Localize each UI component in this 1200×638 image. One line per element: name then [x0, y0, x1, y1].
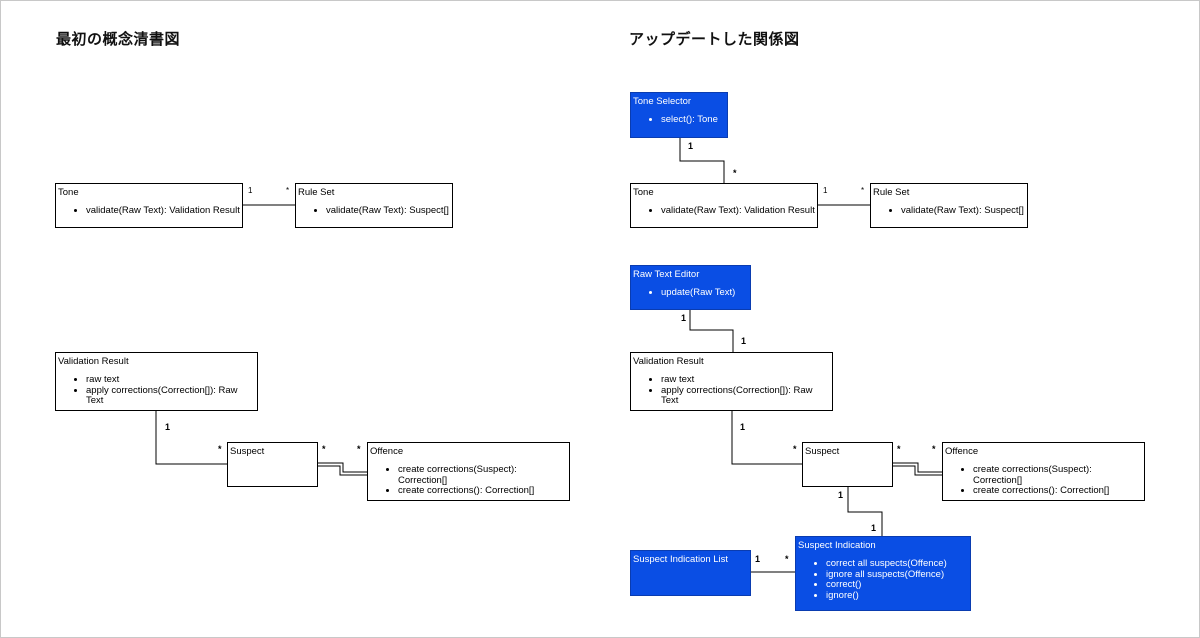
class-name: Validation Result [633, 356, 704, 367]
line-suspect-offence-a [318, 462, 368, 473]
multiplicity: 1 [248, 186, 253, 195]
class-tone: Tone validate(Raw Text): Validation Resu… [630, 183, 818, 228]
right-title: アップデートした関係図 [629, 30, 800, 48]
method-item: validate(Raw Text): Suspect[] [901, 205, 1025, 217]
method-item: create corrections(): Correction[] [398, 485, 567, 497]
class-name: Rule Set [298, 187, 335, 198]
multiplicity: 1 [165, 422, 171, 432]
class-name: Suspect [230, 446, 265, 457]
multiplicity: 1 [823, 186, 828, 195]
class-name: Tone Selector [633, 96, 692, 107]
method-item: create corrections(): Correction[] [973, 485, 1142, 497]
method-item: validate(Raw Text): Suspect[] [326, 205, 450, 217]
method-item: apply corrections(Correction[]): Raw Tex… [86, 385, 255, 407]
class-tone-selector: Tone Selector select(): Tone [630, 92, 728, 138]
multiplicity: 1 [681, 313, 687, 323]
class-raw-text-editor: Raw Text Editor update(Raw Text) [630, 265, 751, 310]
class-offence: Offence create corrections(Suspect): Cor… [942, 442, 1145, 501]
multiplicity: 1 [740, 422, 746, 432]
line-vr-suspect [155, 410, 227, 465]
multiplicity: * [322, 444, 326, 454]
multiplicity: 1 [741, 336, 747, 346]
class-name: Offence [945, 446, 979, 457]
line-suspect-offence-b [318, 465, 368, 476]
class-offence: Offence create corrections(Suspect): Cor… [367, 442, 570, 501]
class-suspect: Suspect [227, 442, 318, 487]
method-item: create corrections(Suspect): Correction[… [398, 464, 567, 486]
multiplicity: * [932, 444, 936, 454]
multiplicity: 1 [755, 554, 761, 564]
method-item: select(): Tone [661, 114, 725, 126]
class-name: Suspect [805, 446, 840, 457]
method-item: correct all suspects(Offence) [826, 558, 968, 570]
multiplicity: * [793, 444, 797, 454]
left-title: 最初の概念清書図 [56, 30, 181, 48]
class-suspect-indication: Suspect Indication correct all suspects(… [795, 536, 971, 611]
method-item: create corrections(Suspect): Correction[… [973, 464, 1142, 486]
line-suspect-offence-right-b [892, 465, 943, 476]
method-item: update(Raw Text) [661, 287, 748, 299]
multiplicity: * [286, 186, 290, 195]
class-suspect: Suspect [802, 442, 893, 487]
line-vr-suspect-right [731, 410, 802, 465]
multiplicity: * [733, 168, 737, 178]
multiplicity: * [218, 444, 222, 454]
class-validation-result: Validation Result raw text apply correct… [630, 352, 833, 411]
method-item: ignore() [826, 590, 968, 602]
method-item: validate(Raw Text): Validation Result [86, 205, 240, 217]
class-name: Rule Set [873, 187, 910, 198]
class-rule-set: Rule Set validate(Raw Text): Suspect[] [295, 183, 453, 228]
class-name: Validation Result [58, 356, 129, 367]
class-name: Raw Text Editor [633, 269, 700, 280]
class-name: Suspect Indication List [633, 554, 729, 565]
line-suspect-offence-right-a [892, 462, 943, 473]
class-name: Tone [58, 187, 79, 198]
line-editor-vr [689, 310, 734, 352]
method-item: raw text [661, 374, 830, 386]
multiplicity: * [897, 444, 901, 454]
multiplicity: 1 [871, 523, 877, 533]
method-item: apply corrections(Correction[]): Raw Tex… [661, 385, 830, 407]
method-item: ignore all suspects(Offence) [826, 569, 968, 581]
method-item: correct() [826, 579, 968, 591]
line-selector-tone [679, 138, 725, 183]
multiplicity: * [861, 186, 865, 195]
class-tone: Tone validate(Raw Text): Validation Resu… [55, 183, 243, 228]
multiplicity: * [357, 444, 361, 454]
class-name: Offence [370, 446, 404, 457]
method-item: validate(Raw Text): Validation Result [661, 205, 815, 217]
multiplicity: 1 [838, 490, 844, 500]
multiplicity: * [785, 554, 789, 564]
class-validation-result: Validation Result raw text apply correct… [55, 352, 258, 411]
method-item: raw text [86, 374, 255, 386]
class-suspect-indication-list: Suspect Indication List [630, 550, 751, 596]
line-suspect-indication [847, 487, 883, 536]
class-rule-set: Rule Set validate(Raw Text): Suspect[] [870, 183, 1028, 228]
class-name: Tone [633, 187, 654, 198]
class-name: Suspect Indication [798, 540, 876, 551]
multiplicity: 1 [688, 141, 694, 151]
